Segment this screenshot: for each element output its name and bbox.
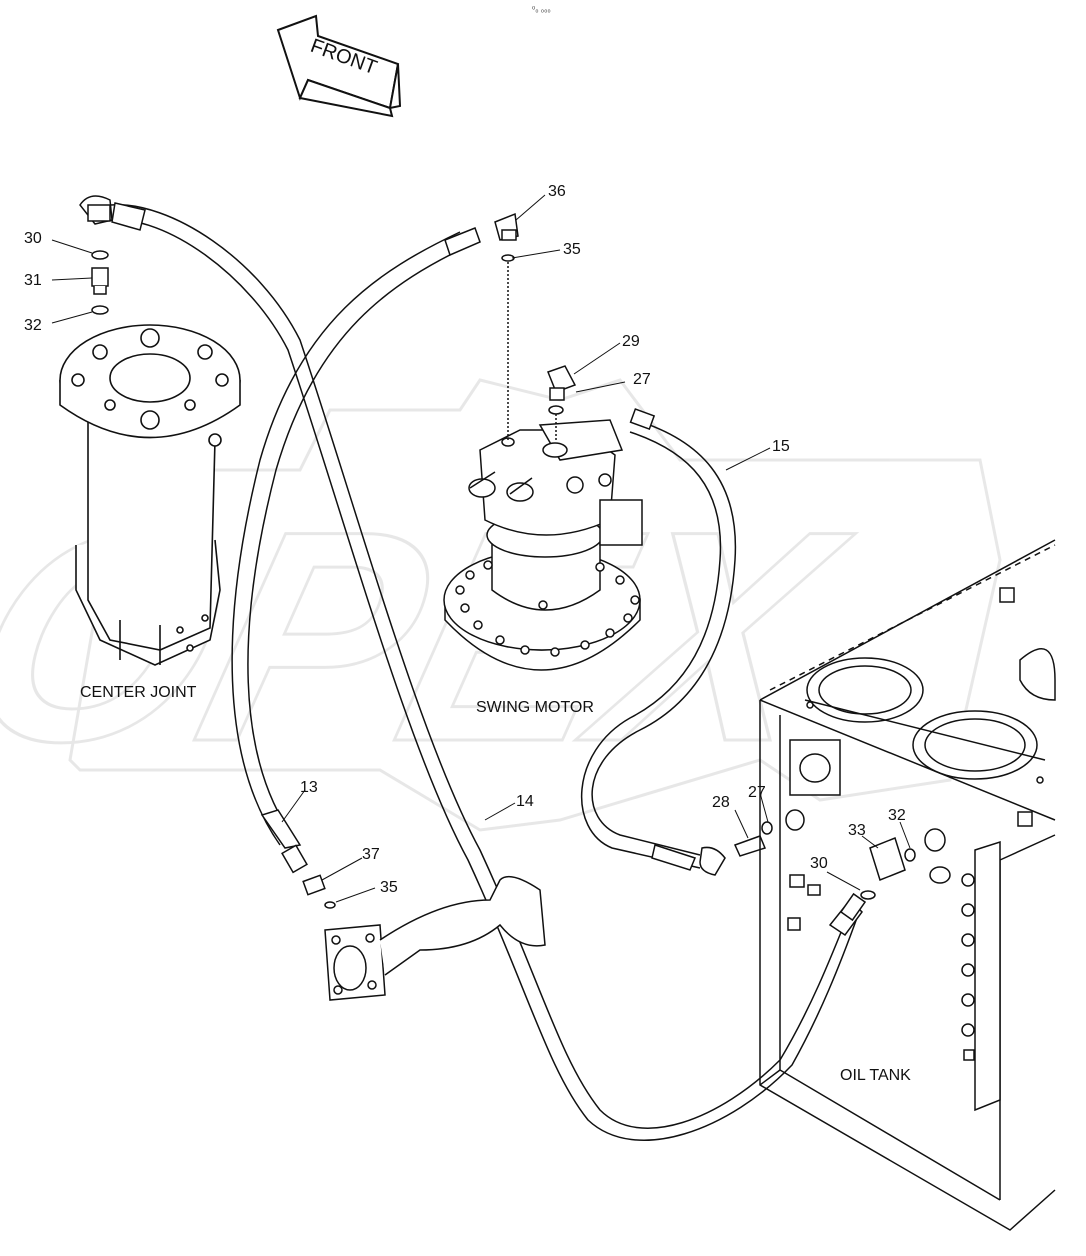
left-fittings [91,250,109,315]
part-31: 31 [24,272,42,289]
part-29: 29 [622,333,640,350]
leader-lines [51,194,911,903]
hose-end-fittings [79,195,867,937]
part-27-top: 27 [633,371,651,388]
part-35-top: 35 [563,241,581,258]
bottom-fittings [302,874,336,909]
part-32-right: 32 [888,807,906,824]
part-number-labels: 30 31 32 36 35 29 27 15 13 14 37 35 28 2… [24,183,906,896]
oil-tank [759,539,1056,1231]
center-joint-label: CENTER JOINT [80,684,197,701]
part-37: 37 [362,846,380,863]
part-15: 15 [772,438,790,455]
part-14: 14 [516,793,534,810]
oil-tank-label: OIL TANK [840,1067,911,1084]
part-30-right: 30 [810,855,828,872]
front-arrow: FRONT [276,14,402,118]
part-28: 28 [712,794,730,811]
right-fittings [733,821,916,900]
part-32-left: 32 [24,317,42,334]
flange-pipe [324,875,546,1001]
header-mark: ⁰₀ ₀₀₀ [532,5,551,14]
part-33: 33 [848,822,866,839]
part-35-bottom: 35 [380,879,398,896]
motor-fittings [494,212,577,440]
center-joint [59,324,241,666]
swing-motor [443,419,643,671]
motor-bolts [455,560,640,657]
part-13: 13 [300,779,318,796]
part-27-bottom: 27 [748,784,766,801]
swing-motor-label: SWING MOTOR [476,699,594,716]
part-36: 36 [548,183,566,200]
part-30-left: 30 [24,230,42,247]
